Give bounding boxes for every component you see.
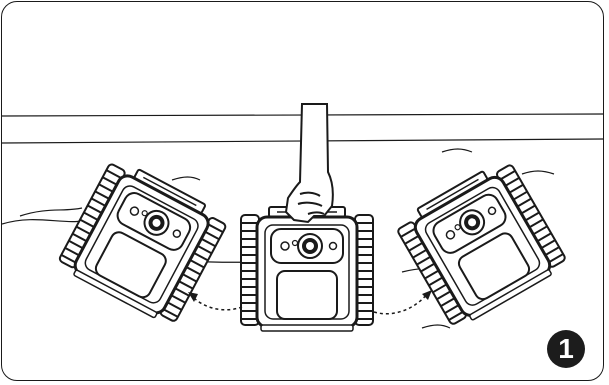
rotate-right-arrow-icon	[374, 294, 427, 314]
hand-icon	[286, 104, 333, 222]
instruction-panel: 1	[1, 1, 604, 381]
pool-robot-right-tilt-icon	[393, 157, 569, 330]
pool-robot-illustration	[2, 2, 604, 381]
step-number-badge: 1	[547, 330, 585, 368]
pool-robot-center-icon	[241, 207, 373, 331]
rotate-left-arrow-icon	[192, 296, 242, 310]
pool-robot-left-tilt-icon	[56, 156, 231, 327]
